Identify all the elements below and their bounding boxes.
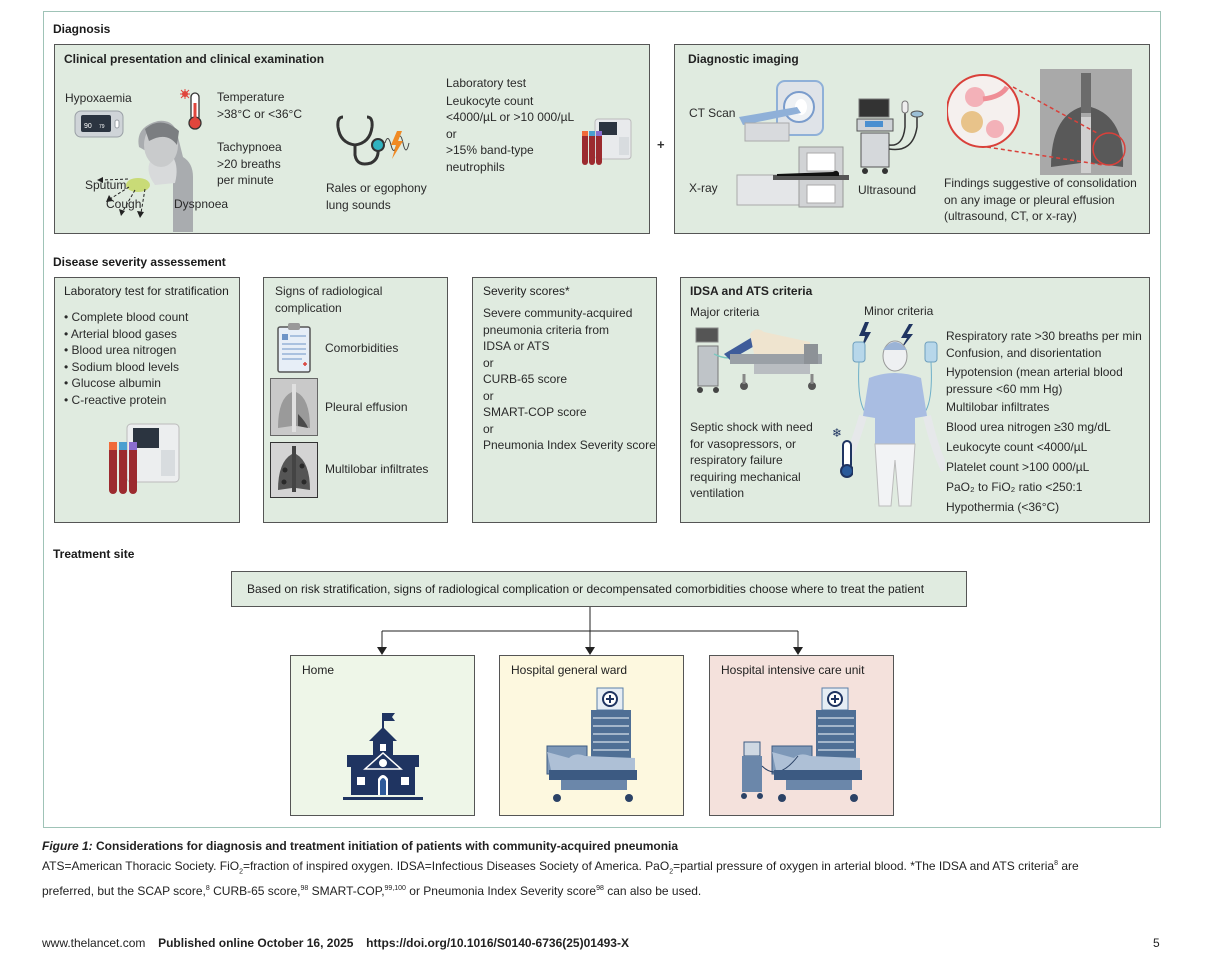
lab-item: Blood urea nitrogen <box>64 342 188 359</box>
hospital-bed-building-icon <box>546 687 637 802</box>
oximeter-spo2: 90 <box>84 123 92 130</box>
treatment-site-icu: Hospital intensive care unit <box>709 655 894 816</box>
minor-criterion: pressure <60 mm Hg) <box>946 381 1063 396</box>
dyspnoea-label: Dyspnoea <box>174 197 229 211</box>
temperature-label: Temperature >38°C or <36°C <box>217 90 302 121</box>
tachypnoea-label: Tachypnoea >20 breaths per minute <box>217 140 282 187</box>
site-label: Home <box>302 663 335 677</box>
site-label: Hospital intensive care unit <box>721 663 865 677</box>
minor-criterion: Hypothermia (<36°C) <box>946 499 1060 514</box>
radiological-item: Multilobar infiltrates <box>325 462 429 476</box>
minor-criterion: Blood urea nitrogen ≥30 mg/dL <box>946 419 1111 434</box>
arrow-icu <box>793 647 803 655</box>
xray-label: X-ray <box>689 181 718 195</box>
figure-label: Figure 1: <box>42 839 93 853</box>
figure-title: Considerations for diagnosis and treatme… <box>92 839 679 853</box>
lab-item: Arterial blood gases <box>64 326 188 343</box>
clinical-presentation-title: Clinical presentation and clinical exami… <box>64 52 325 66</box>
idsa-ats-criteria-box: IDSA and ATS criteria Major criteria Min… <box>680 277 1150 523</box>
radiological-complication-box: Signs of radiological complication Comor… <box>263 277 448 523</box>
minor-criterion: Hypotension (mean arterial blood <box>946 364 1123 379</box>
page-number: 5 <box>1153 936 1160 950</box>
stethoscope-icon <box>336 115 410 166</box>
icu-bed-ventilator-icon <box>741 687 862 802</box>
caption-abbreviations: ATS=American Thoracic Society. FiO2=frac… <box>42 859 1079 876</box>
section-title-severity: Disease severity assessement <box>53 255 226 269</box>
idsa-ats-title: IDSA and ATS criteria <box>690 284 813 298</box>
house-icon <box>343 713 423 800</box>
treatment-site-home: Home <box>290 655 475 816</box>
coughing-person-icon <box>97 120 193 232</box>
clinical-presentation-box: Clinical presentation and clinical exami… <box>54 44 650 234</box>
pleural-effusion-xray-icon <box>270 378 318 436</box>
patient-figure-icon <box>839 322 945 507</box>
plus-sign: + <box>657 137 665 152</box>
major-criteria-label: Major criteria <box>690 305 760 319</box>
minor-criterion: Platelet count >100 000/µL <box>946 459 1090 474</box>
minor-criterion: Confusion, and disorientation <box>946 345 1102 360</box>
site-label: Hospital general ward <box>511 663 628 677</box>
treatment-decision-box: Based on risk stratification, signs of r… <box>231 571 967 607</box>
lab-item: Sodium blood levels <box>64 359 188 376</box>
footer-line: www.thelancet.com Published online Octob… <box>42 936 629 950</box>
hypoxaemia-label: Hypoxaemia <box>65 91 132 105</box>
figure-caption: Figure 1: Considerations for diagnosis a… <box>42 838 1172 900</box>
severity-scores-title: Severity scores* <box>483 284 570 298</box>
lab-stratification-title: Laboratory test for stratification <box>64 284 229 298</box>
lab-stratification-box: Laboratory test for stratification Compl… <box>54 277 240 523</box>
minor-criteria-label: Minor criteria <box>864 304 934 318</box>
svg-text:❄: ❄ <box>832 426 842 440</box>
major-criteria-text: Septic shock with need for vasopressors,… <box>690 420 813 500</box>
caption-title-line: Figure 1: Considerations for diagnosis a… <box>42 838 1172 855</box>
minor-criterion: Multilobar infiltrates <box>946 399 1050 414</box>
ultrasound-label: Ultrasound <box>858 183 917 197</box>
severity-scores-box: Severity scores* Severe community-acquir… <box>472 277 657 523</box>
diagnostic-imaging-title: Diagnostic imaging <box>688 52 799 66</box>
lab-analyzer-icon <box>582 118 632 165</box>
clipboard-icon <box>277 323 311 373</box>
sputum-label: Sputum <box>85 178 127 192</box>
lab-stratification-list: Complete blood count Arterial blood gase… <box>64 309 188 408</box>
ultrasound-machine-icon <box>856 98 924 174</box>
ventilated-patient-bed-icon <box>695 327 822 393</box>
lab-item: Complete blood count <box>64 309 189 326</box>
doi-link[interactable]: https://doi.org/10.1016/S0140-6736(25)01… <box>366 936 629 950</box>
minor-criterion: Leukocyte count <4000/µL <box>946 439 1088 454</box>
journal-site-link[interactable]: www.thelancet.com <box>42 936 146 950</box>
lab-item: Glucose albumin <box>64 375 188 392</box>
lung-consolidation-icon <box>947 69 1132 175</box>
oximeter-pulse: 79 <box>99 124 105 130</box>
minor-criterion: PaO₂ to FiO₂ ratio <250:1 <box>946 479 1083 494</box>
ct-scanner-icon <box>739 80 824 142</box>
radiological-item: Comorbidities <box>325 341 399 355</box>
lab-test-text: Laboratory test Leukocyte count <4000/µL… <box>446 76 575 174</box>
xray-machine-icon <box>736 146 849 208</box>
treatment-site-general-ward: Hospital general ward <box>499 655 684 816</box>
minor-criterion: Respiratory rate >30 breaths per min <box>946 329 1142 343</box>
thermometer-icon <box>180 89 202 130</box>
arrow-home <box>377 647 387 655</box>
radiological-item: Pleural effusion <box>325 400 408 414</box>
cough-label: Cough <box>106 197 142 211</box>
section-title-diagnosis: Diagnosis <box>53 22 111 36</box>
hypothermia-thermometer-icon: ❄ <box>832 426 853 478</box>
publication-date: Published online October 16, 2025 <box>158 936 354 950</box>
ct-scan-label: CT Scan <box>689 106 736 120</box>
minor-criteria-list: Respiratory rate >30 breaths per min Con… <box>946 328 1142 519</box>
blood-analyzer-icon <box>109 423 180 494</box>
section-title-treatment: Treatment site <box>53 547 135 561</box>
arrow-ward <box>585 647 595 655</box>
lab-item: C-reactive protein <box>64 392 188 409</box>
findings-text: Findings suggestive of consolidation on … <box>944 176 1137 223</box>
severity-scores-list: Severe community-acquired pneumonia crit… <box>483 306 656 452</box>
treatment-flow-arrows <box>377 607 803 655</box>
pulse-oximeter-icon: 90 79 <box>74 110 124 138</box>
multilobar-infiltrates-xray-icon <box>270 442 318 498</box>
rales-label: Rales or egophony lung sounds <box>326 181 427 212</box>
radiological-complication-title: Signs of radiological complication <box>275 284 383 315</box>
diagnostic-imaging-box: Diagnostic imaging CT Scan X-ray Ultraso… <box>674 44 1150 234</box>
caption-note: preferred, but the SCAP score,8 CURB-65 … <box>42 884 702 899</box>
